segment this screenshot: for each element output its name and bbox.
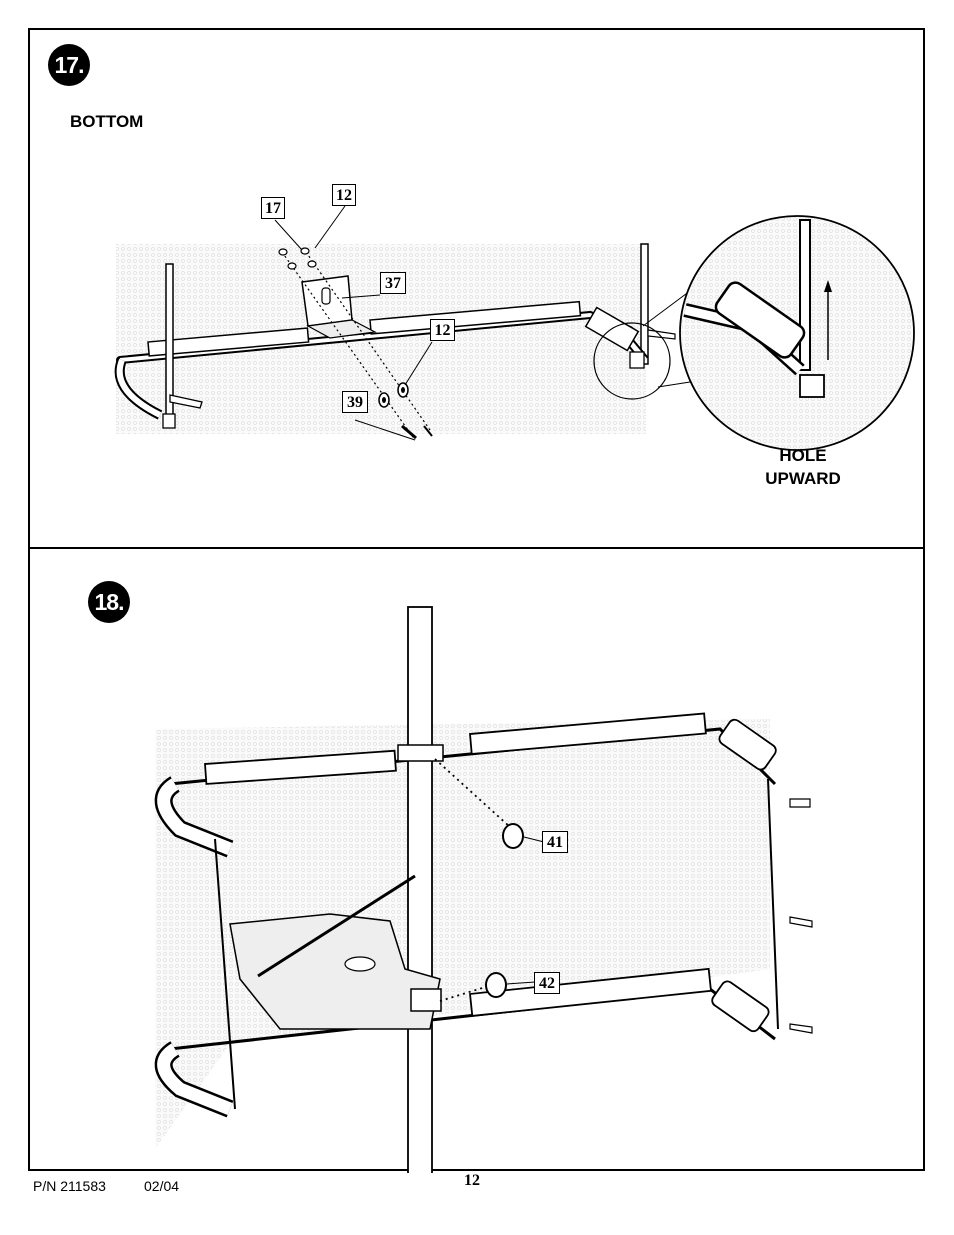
hole-label: HOLE [779,446,827,465]
callout-42: 42 [534,972,560,994]
end-cap-41 [502,823,524,849]
step-18-panel: 18. [28,547,925,1173]
rail-padding [147,327,310,357]
step-17-panel: 17. BOTTOM [28,28,925,549]
end-cap-42 [485,972,507,998]
bottom-view-label: BOTTOM [70,112,144,131]
callout-37: 37 [380,272,406,294]
step-17-badge: 17. [48,44,90,86]
step-17-illustration [114,205,915,451]
revision-date: 02/04 [144,1178,180,1194]
page-number: 12 [464,1172,480,1189]
callout-12-top: 12 [332,184,356,206]
step-18-badge: 18. [88,581,130,623]
callout-41: 41 [542,831,568,853]
callout-17: 17 [261,197,285,219]
bottom-rail-padding [469,967,712,1017]
upward-label: UPWARD [765,469,841,488]
right-upright [640,243,649,365]
top-rail-padding [204,749,397,785]
callout-12-bottom: 12 [430,319,455,341]
callout-39: 39 [342,391,368,413]
step-18-illustration [154,606,813,1173]
part-number: P/N 211583 [33,1178,106,1194]
net-mesh [155,719,770,1149]
pole [407,606,433,1173]
